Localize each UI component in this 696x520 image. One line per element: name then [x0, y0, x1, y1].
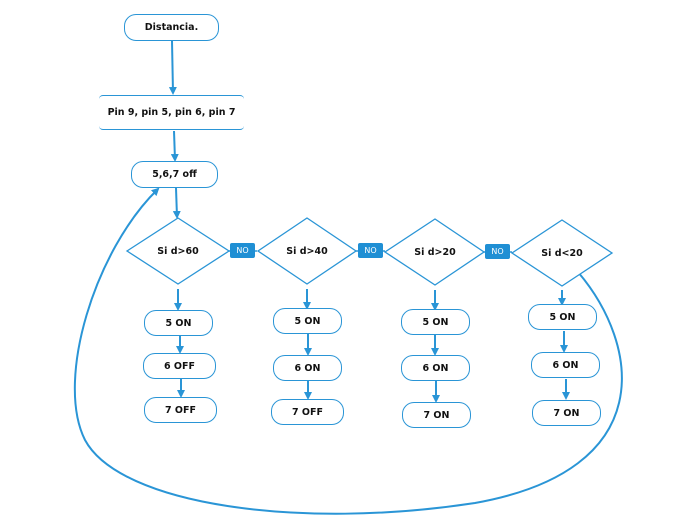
condition-diamond-4: [510, 219, 614, 287]
action-c4-2: 6 ON: [531, 352, 600, 378]
action-c1-2: 6 OFF: [143, 353, 216, 379]
action-c4-3: 7 ON: [532, 400, 601, 426]
action-c3-2: 6 ON: [401, 355, 470, 381]
condition-label-1: Si d>60: [157, 245, 199, 257]
condition-label-3: Si d>20: [414, 246, 456, 258]
condition-diamond-1: [125, 217, 231, 285]
no-badge-2: NO: [358, 243, 383, 258]
action-c1-1: 5 ON: [144, 310, 213, 336]
condition-label-4: Si d<20: [541, 247, 583, 259]
no-badge-3: NO: [485, 244, 510, 259]
action-c3-1: 5 ON: [401, 309, 470, 335]
action-c2-3: 7 OFF: [271, 399, 344, 425]
condition-diamond-2: [256, 217, 358, 285]
condition-label-2: Si d>40: [286, 245, 328, 257]
action-c4-1: 5 ON: [528, 304, 597, 330]
loop-back-arrow: [73, 187, 623, 515]
start-node: Distancia.: [124, 14, 219, 41]
action-c2-2: 6 ON: [273, 355, 342, 381]
arrow-pins-to-off: [170, 130, 179, 162]
arrow-start-to-pins: [168, 40, 177, 95]
off-node: 5,6,7 off: [131, 161, 218, 188]
action-c2-1: 5 ON: [273, 308, 342, 334]
action-c3-3: 7 ON: [402, 402, 471, 428]
pins-node: Pin 9, pin 5, pin 6, pin 7: [99, 95, 244, 130]
no-badge-1: NO: [230, 243, 255, 258]
arrow-off-to-cond1: [172, 187, 181, 219]
action-c1-3: 7 OFF: [144, 397, 217, 423]
condition-diamond-3: [383, 218, 486, 286]
